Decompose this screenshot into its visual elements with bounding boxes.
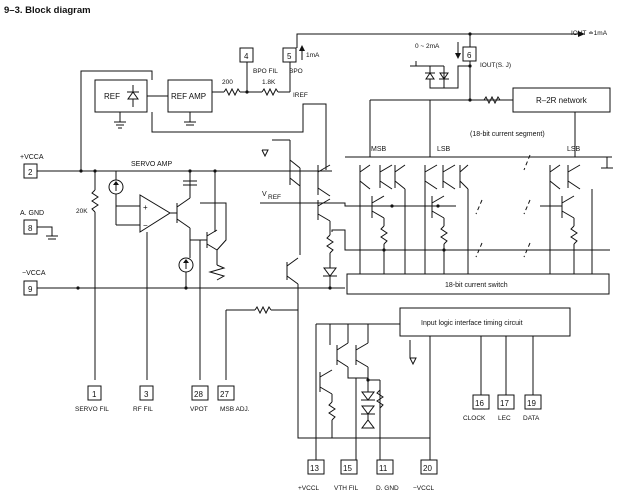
ref-label: REF <box>104 92 120 101</box>
pin-1-label: SERVO FIL <box>75 406 109 413</box>
pin-19[interactable]: 19 <box>524 394 542 410</box>
svg-text:13: 13 <box>310 464 319 473</box>
iref-label: IREF <box>293 92 308 99</box>
opamp-minus: − <box>143 221 148 230</box>
pin-2-label: +VCCA <box>20 154 44 161</box>
pin-11[interactable]: 11 <box>376 459 394 475</box>
svg-text:8: 8 <box>28 224 33 233</box>
diagram-heading: 9–3. Block diagram <box>4 5 91 16</box>
r-20k-label: 20K <box>76 208 88 215</box>
input-logic-block: Input logic interface timing circuit <box>399 307 571 337</box>
pin-20-label: −VCCL <box>413 485 435 492</box>
pin-8-label: A. GND <box>20 210 44 217</box>
pin-3[interactable]: 3 <box>139 385 154 401</box>
pin-3-label: RF FIL <box>133 406 153 413</box>
r-1-8k-label: 1.8K <box>262 79 276 86</box>
pin-17[interactable]: 17 <box>497 394 515 410</box>
lsb-label-right: LSB <box>567 146 581 153</box>
iout-label: IOUT ≐1mA <box>571 30 608 37</box>
pin-16[interactable]: 16 <box>472 394 490 410</box>
ref-amp-label: REF AMP <box>171 92 206 101</box>
svg-text:16: 16 <box>475 399 484 408</box>
bpo-fil-label: BPO FIL <box>253 68 278 75</box>
ref-amp-block: REF AMP <box>167 79 213 113</box>
r2r-network-block: R–2R network <box>512 87 611 113</box>
pin-9[interactable]: 9 <box>23 280 38 296</box>
pin-20[interactable]: 20 <box>420 459 438 475</box>
svg-text:19: 19 <box>527 399 536 408</box>
svg-text:27: 27 <box>220 390 229 399</box>
svg-text:4: 4 <box>244 52 249 61</box>
msb-label: MSB <box>371 146 387 153</box>
opamp-plus: + <box>143 203 148 212</box>
svg-text:17: 17 <box>500 399 509 408</box>
pin-17-label: LEC <box>498 415 511 422</box>
vref-label-main: V <box>262 191 267 198</box>
svg-text:1: 1 <box>92 390 97 399</box>
pin-6[interactable]: 6 <box>462 46 477 62</box>
svg-text:28: 28 <box>194 390 203 399</box>
svg-text:11: 11 <box>379 464 388 473</box>
pin-9-label: −VCCA <box>22 270 46 277</box>
svg-text:3: 3 <box>144 390 149 399</box>
pin-13[interactable]: 13 <box>307 459 325 475</box>
pin-28-label: VPOT <box>190 406 208 413</box>
pin-15-label: VTH FIL <box>334 485 359 492</box>
lsb-label-left: LSB <box>437 146 451 153</box>
pin-15[interactable]: 15 <box>340 459 358 475</box>
pin-11-label: D. GND <box>376 485 399 492</box>
pin-4[interactable]: 4 <box>239 47 254 63</box>
pin-8[interactable]: 8 <box>23 219 38 235</box>
servo-amp-label: SERVO AMP <box>131 161 172 168</box>
svg-text:5: 5 <box>287 52 292 61</box>
r2r-label: R–2R network <box>536 96 588 105</box>
svg-text:9: 9 <box>28 285 33 294</box>
range-label: 0 ~ 2mA <box>415 43 440 50</box>
current-segment-label: (18-bit current segment) <box>470 131 545 138</box>
svg-text:15: 15 <box>343 464 352 473</box>
svg-text:20: 20 <box>423 464 432 473</box>
current-switch-block: 18-bit current switch <box>346 273 610 295</box>
iout-sj-label: IOUT(S. J) <box>480 62 511 69</box>
pin-19-label: DATA <box>523 415 540 422</box>
bpo-label: BPO <box>289 68 303 75</box>
pin-1[interactable]: 1 <box>87 385 102 401</box>
vref-label-sub: REF <box>268 194 281 201</box>
pin-28[interactable]: 28 <box>191 385 209 401</box>
pin-13-label: +VCCL <box>298 485 320 492</box>
svg-text:6: 6 <box>467 51 472 60</box>
one-ma-label: 1mA <box>306 52 320 59</box>
pin-5[interactable]: 5 <box>282 47 297 63</box>
pin-27[interactable]: 27 <box>217 385 235 401</box>
current-switch-label: 18-bit current switch <box>445 282 508 289</box>
pin-27-label: MSB ADJ. <box>220 406 250 413</box>
r-200-label: 200 <box>222 79 233 86</box>
pin-16-label: CLOCK <box>463 415 486 422</box>
svg-text:2: 2 <box>28 168 33 177</box>
pin-2[interactable]: 2 <box>23 163 38 179</box>
ref-block: REF <box>94 79 148 113</box>
input-logic-label: Input logic interface timing circuit <box>421 320 523 327</box>
